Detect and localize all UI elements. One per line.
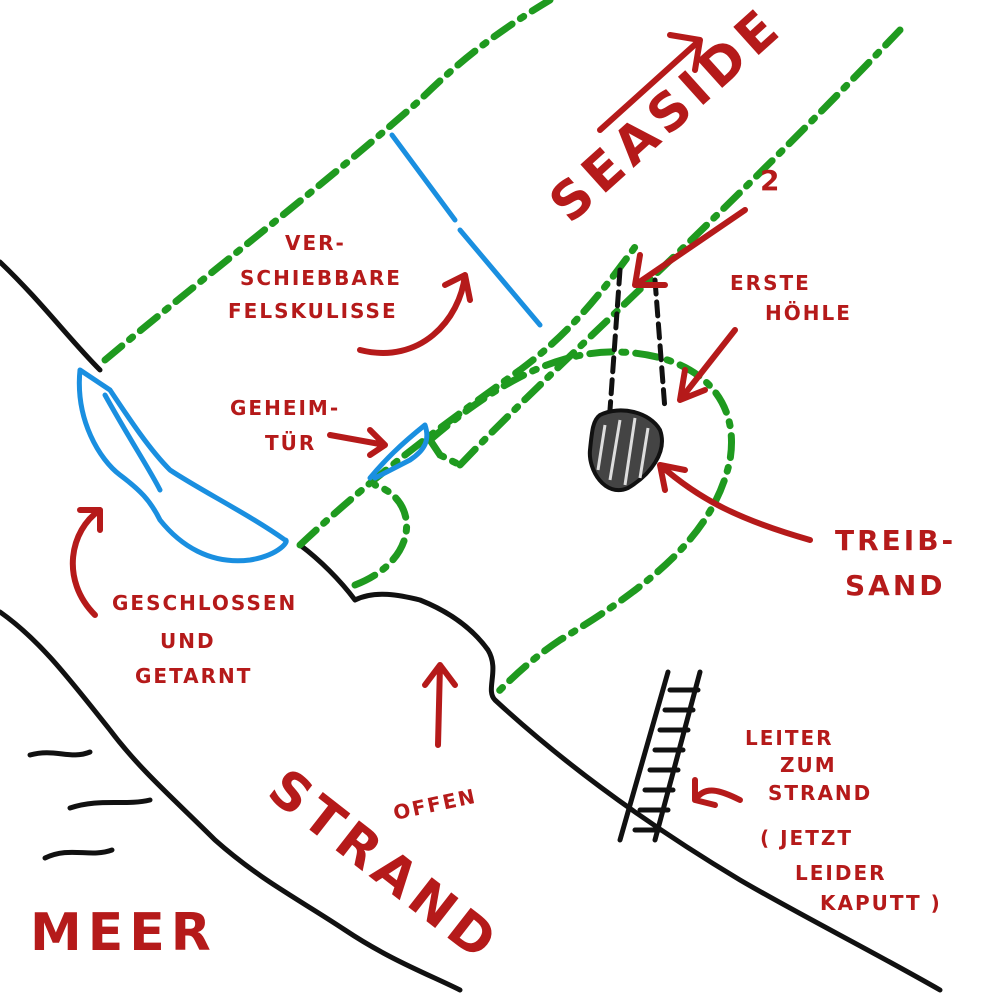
path-upper-left [101,0,554,364]
sea-wave-1 [27,749,93,758]
arrow-felskulisse [357,272,473,356]
path-door-connector [426,436,464,469]
label-erste-hoehle-1: ERSTE [730,271,811,295]
label-treibsand-1: TREIB- [835,524,956,557]
quicksand-hatching [596,417,650,486]
path-middle [296,236,644,549]
arrow-seaside [597,32,703,133]
label-leiter-6: KAPUTT ) [820,891,942,915]
sliding-rock-wall [389,132,543,328]
label-treibsand-2: SAND [845,569,946,602]
label-erste-hoehle-2: HÖHLE [765,301,852,325]
label-felskulisse-1: VER- [285,231,346,255]
label-offen: OFFEN [391,784,479,825]
cliff-edge-line [0,259,943,993]
label-geheimtuer-1: GEHEIM- [230,396,340,420]
cave-tunnel [607,267,668,413]
arrow-erste-hoehle [677,327,738,403]
label-leiter-3: STRAND [768,781,872,805]
arrow-geschlossen [69,507,103,618]
path-cave-loop [351,348,735,699]
label-meer: MEER [30,903,217,963]
quicksand-pit [587,408,664,492]
label-number: 2 [760,164,782,197]
arrow-offen [422,662,458,748]
label-geschlossen-1: GESCHLOSSEN [112,591,297,615]
shoreline-line [0,609,463,993]
label-felskulisse-2: SCHIEBBARE [240,266,402,290]
secret-door-wall [367,422,430,481]
arrow-geheimtuer [327,427,388,458]
label-seaside: SEASIDE [539,0,795,235]
label-geheimtuer-2: TÜR [265,431,316,455]
arrow-number [632,207,748,288]
ladder-icon [617,669,703,843]
label-geschlossen-3: GETARNT [135,664,252,688]
sea-wave-3 [42,847,115,861]
label-leiter-1: LEITER [745,726,834,750]
arrow-treibsand [657,462,813,543]
arrow-leiter [692,777,743,808]
label-geschlossen-2: UND [160,629,216,653]
sea-wave-2 [67,797,153,811]
closed-wall [76,367,289,564]
label-leiter-2: ZUM [780,753,837,777]
label-leiter-5: LEIDER [795,861,887,885]
label-felskulisse-3: FELSKULISSE [228,299,398,323]
label-leiter-4: ( JETZT [760,826,853,850]
